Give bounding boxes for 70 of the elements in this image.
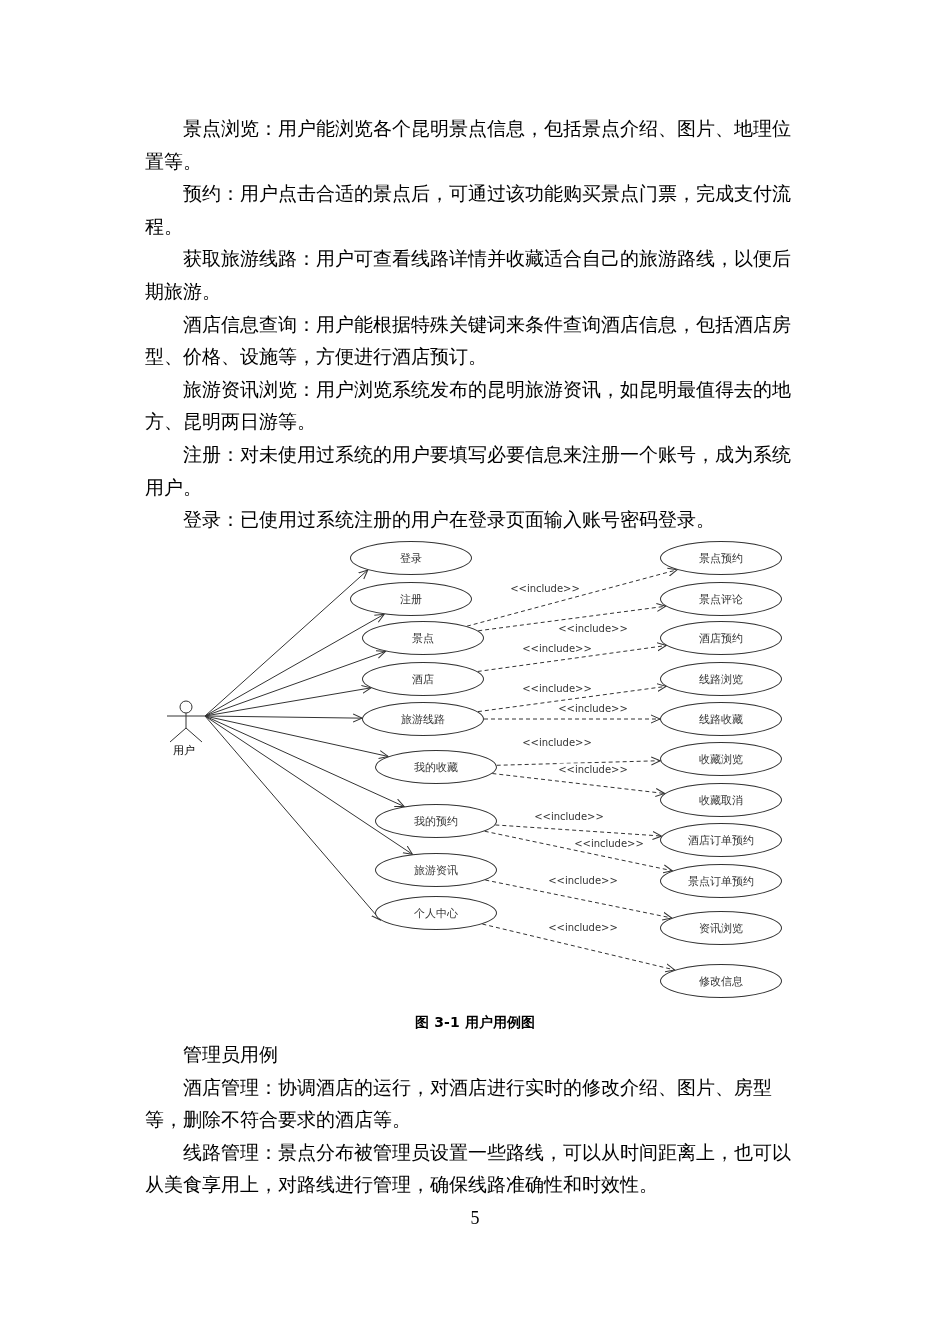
include-arrow xyxy=(491,773,666,797)
body-paragraph: 登录：已使用过系统注册的用户在登录页面输入账号密码登录。 xyxy=(182,507,716,533)
body-paragraph: 旅游资讯浏览：用户浏览系统发布的昆明旅游资讯，如昆明最值得去的地方、昆明两日游等。 xyxy=(145,376,792,435)
body-paragraph: 酒店管理：协调酒店的运行，对酒店进行实时的修改介绍、图片、房型等，删除不符合要求的酒店等。 xyxy=(145,1074,773,1133)
use-case-label: 修改信息 xyxy=(699,974,743,988)
include-arrow xyxy=(494,824,663,840)
use-case-ellipse xyxy=(660,582,782,616)
use-case-ellipse xyxy=(362,621,484,655)
edge-label: <<include>> xyxy=(509,582,581,594)
use-case-label: 收藏取消 xyxy=(699,793,743,807)
body-paragraph: 线路管理：景点分布被管理员设置一些路线，可以从时间距离上，也可以从美食享用上，对路线进行管理，确保线路准确性和时效性。 xyxy=(145,1139,792,1198)
use-case-label: 景点评论 xyxy=(699,592,743,606)
use-case-ellipse xyxy=(660,864,782,898)
use-case-label: 登录 xyxy=(400,551,422,565)
association-arrow xyxy=(204,569,369,717)
use-case-label: 线路收藏 xyxy=(699,712,743,726)
page-number: 5 xyxy=(469,1207,481,1230)
edge-label: <<include>> xyxy=(521,642,593,654)
include-arrow xyxy=(477,602,667,632)
use-case-label: 注册 xyxy=(400,592,422,606)
edge-label: <<include>> xyxy=(573,837,645,849)
include-arrow xyxy=(477,683,667,713)
edge-label: <<include>> xyxy=(557,763,629,775)
use-case-label: 景点预约 xyxy=(699,551,743,565)
association-arrow xyxy=(204,715,381,921)
use-case-label: 个人中心 xyxy=(414,906,458,920)
use-case-ellipse xyxy=(375,804,497,838)
use-case-ellipse xyxy=(660,911,782,945)
edge-label: <<include>> xyxy=(557,622,629,634)
use-case-label: 收藏浏览 xyxy=(699,752,743,766)
use-case-label: 酒店预约 xyxy=(699,631,743,645)
figure-caption: 图 3-1 用户用例图 xyxy=(414,1013,536,1032)
use-case-label: 景点 xyxy=(412,631,434,645)
use-case-label: 线路浏览 xyxy=(699,672,743,686)
include-arrow xyxy=(466,567,678,627)
body-paragraph: 景点浏览：用户能浏览各个昆明景点信息，包括景点介绍、图片、地理位置等。 xyxy=(145,116,792,174)
association-arrow xyxy=(204,715,389,759)
body-paragraph: 预约：用户点击合适的景点后，可通过该功能购买景点门票，完成支付流程。 xyxy=(145,181,792,239)
use-case-label: 景点订单预约 xyxy=(688,874,754,888)
edge-label: <<include>> xyxy=(557,702,629,714)
use-case-ellipse xyxy=(350,582,472,616)
edge-label: <<include>> xyxy=(521,682,593,694)
body-paragraph: 注册：对未使用过系统的用户要填写必要信息来注册一个账号，成为系统用户。 xyxy=(145,441,792,500)
use-case-ellipse xyxy=(362,662,484,696)
include-arrow xyxy=(477,642,667,672)
body-paragraph: 获取旅游线路：用户可查看线路详情并收藏适合自己的旅游路线，以便后期旅游。 xyxy=(145,246,792,304)
section-heading: 管理员用例 xyxy=(182,1042,279,1067)
include-arrow xyxy=(481,923,676,973)
edge-label: <<include>> xyxy=(547,874,619,886)
use-case-label: 旅游线路 xyxy=(401,712,445,726)
edge-label: <<include>> xyxy=(547,921,619,933)
use-case-label: 我的收藏 xyxy=(414,760,458,774)
use-case-label: 旅游资讯 xyxy=(414,863,458,877)
include-arrow xyxy=(496,756,661,766)
association-arrow xyxy=(204,715,413,855)
use-case-label: 酒店订单预约 xyxy=(688,833,754,847)
body-paragraph: 酒店信息查询：用户能根据特殊关键词来条件查询酒店信息，包括酒店房型、价格、设施等，方便进行酒店预订。 xyxy=(145,311,792,370)
include-arrow xyxy=(484,879,673,921)
use-case-label: 资讯浏览 xyxy=(699,921,743,935)
edge-label: <<include>> xyxy=(521,736,593,748)
edge-label: <<include>> xyxy=(533,810,605,822)
use-case-ellipse xyxy=(660,621,782,655)
actor-label: 用户 xyxy=(173,744,195,758)
include-arrow xyxy=(483,714,661,724)
include-arrow xyxy=(484,830,673,874)
use-case-ellipse xyxy=(660,662,782,696)
use-case-label: 我的预约 xyxy=(414,814,458,828)
use-case-label: 酒店 xyxy=(412,672,434,686)
association-arrow xyxy=(204,684,372,717)
use-case-ellipse xyxy=(660,783,782,817)
